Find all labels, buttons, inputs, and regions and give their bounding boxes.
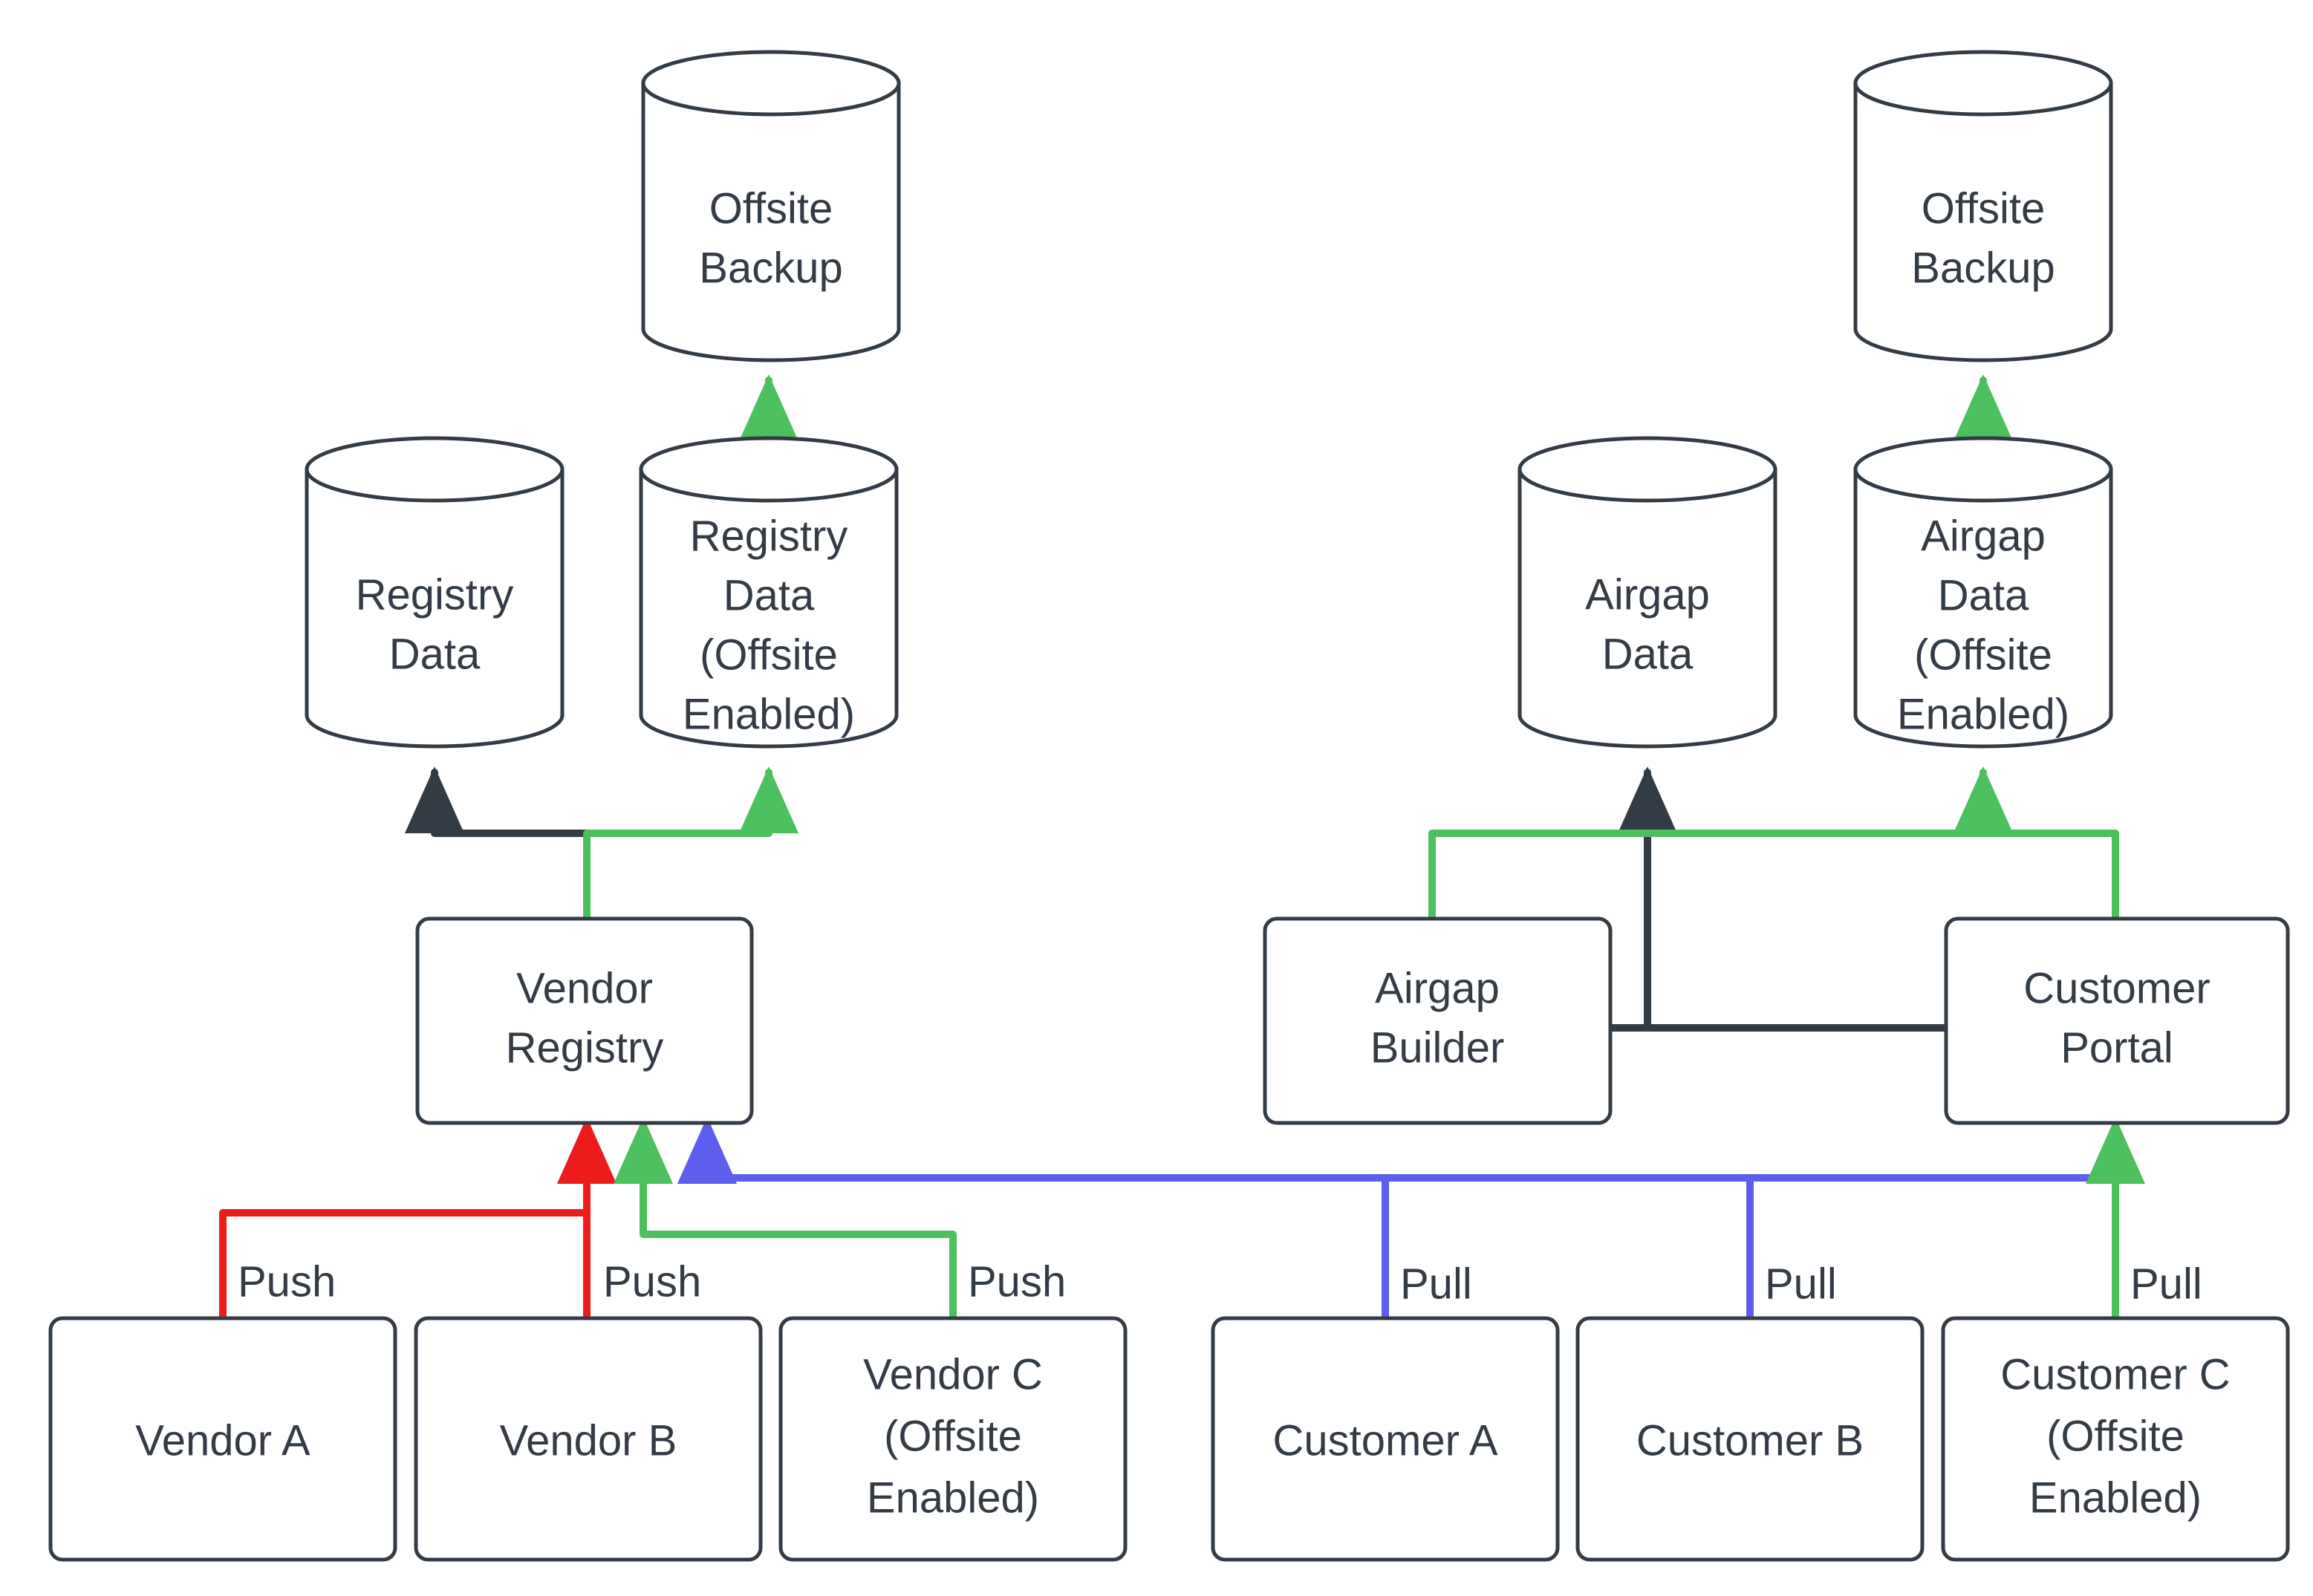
node-label: Backup bbox=[1911, 244, 2055, 292]
node-label: (Offsite bbox=[2046, 1412, 2184, 1460]
edge-label-pull-customer-a: Pull bbox=[1400, 1260, 1472, 1308]
node-label: Builder bbox=[1370, 1023, 1505, 1072]
node-label: Registry bbox=[690, 512, 848, 560]
edge-vendor-c-to-vendor-registry bbox=[614, 1116, 957, 1322]
node-label: Offsite bbox=[709, 184, 833, 232]
node-airgap-data-offsite[interactable]: Airgap Data (Offsite Enabled) bbox=[1853, 436, 2113, 749]
node-label: (Offsite bbox=[700, 631, 838, 679]
node-label: Registry bbox=[506, 1023, 664, 1072]
node-label: (Offsite bbox=[1914, 631, 2052, 679]
node-label: Offsite bbox=[1922, 184, 2046, 232]
node-label: Vendor A bbox=[135, 1416, 310, 1465]
node-label: Portal bbox=[2060, 1023, 2173, 1072]
edge-customer-portal-to-airgap-data bbox=[1618, 766, 1950, 1032]
edge-customer-b-to-vendor-registry bbox=[677, 1116, 1754, 1322]
node-label: Backup bbox=[699, 244, 842, 292]
node-registry-data-offsite[interactable]: Registry Data (Offsite Enabled) bbox=[639, 436, 899, 749]
node-label: Enabled) bbox=[683, 690, 855, 738]
node-label: Enabled) bbox=[2029, 1473, 2202, 1522]
node-airgap-builder[interactable]: Airgap Builder bbox=[1263, 916, 1613, 1125]
edge-label-push-vendor-b: Push bbox=[603, 1257, 701, 1306]
node-label: Vendor C bbox=[863, 1350, 1043, 1398]
node-label: Registry bbox=[356, 570, 514, 619]
node-label: Vendor B bbox=[500, 1416, 677, 1465]
node-offsite-backup-left[interactable]: Offsite Backup bbox=[641, 50, 901, 362]
node-vendor-c[interactable]: Vendor C (Offsite Enabled) bbox=[778, 1316, 1128, 1562]
node-label: Enabled) bbox=[1897, 690, 2069, 738]
node-vendor-a[interactable]: Vendor A bbox=[48, 1316, 397, 1562]
node-label: Data bbox=[1602, 630, 1694, 678]
node-label: Data bbox=[389, 630, 481, 678]
edge-label-push-vendor-c: Push bbox=[968, 1257, 1066, 1306]
node-label: Customer C bbox=[2000, 1350, 2230, 1398]
node-customer-portal[interactable]: Customer Portal bbox=[1944, 916, 2290, 1125]
node-customer-c[interactable]: Customer C (Offsite Enabled) bbox=[1941, 1316, 2290, 1562]
node-label: Customer bbox=[2023, 964, 2210, 1012]
node-label: Airgap bbox=[1585, 570, 1710, 619]
node-label: Vendor bbox=[516, 964, 653, 1012]
node-customer-b[interactable]: Customer B bbox=[1575, 1316, 1925, 1562]
node-label: Data bbox=[723, 571, 815, 619]
edge-airgap-builder-to-airgap-data-offsite bbox=[1428, 766, 2013, 922]
node-vendor-b[interactable]: Vendor B bbox=[414, 1316, 763, 1562]
node-offsite-backup-right[interactable]: Offsite Backup bbox=[1853, 50, 2113, 362]
node-label: Data bbox=[1938, 571, 2029, 619]
edge-label-pull-customer-b: Pull bbox=[1765, 1260, 1837, 1308]
node-label: Customer A bbox=[1273, 1416, 1498, 1465]
node-airgap-data[interactable]: Airgap Data bbox=[1517, 436, 1777, 749]
edge-customer-portal-to-airgap-data-offsite bbox=[1953, 766, 2119, 922]
node-vendor-registry[interactable]: Vendor Registry bbox=[415, 916, 754, 1125]
node-label: Customer B bbox=[1636, 1416, 1864, 1465]
node-label: Airgap bbox=[1375, 964, 1500, 1012]
node-label: (Offsite bbox=[884, 1412, 1022, 1460]
edge-vendor-registry-to-registry-data bbox=[405, 766, 591, 922]
node-label: Enabled) bbox=[867, 1473, 1039, 1522]
edge-label-pull-customer-c: Pull bbox=[2130, 1260, 2202, 1308]
edge-vendor-registry-to-registry-data-offsite bbox=[583, 766, 798, 922]
node-registry-data[interactable]: Registry Data bbox=[305, 436, 565, 749]
node-label: Airgap bbox=[1921, 512, 2046, 560]
edge-label-push-vendor-a: Push bbox=[238, 1257, 336, 1306]
node-customer-a[interactable]: Customer A bbox=[1211, 1316, 1560, 1562]
